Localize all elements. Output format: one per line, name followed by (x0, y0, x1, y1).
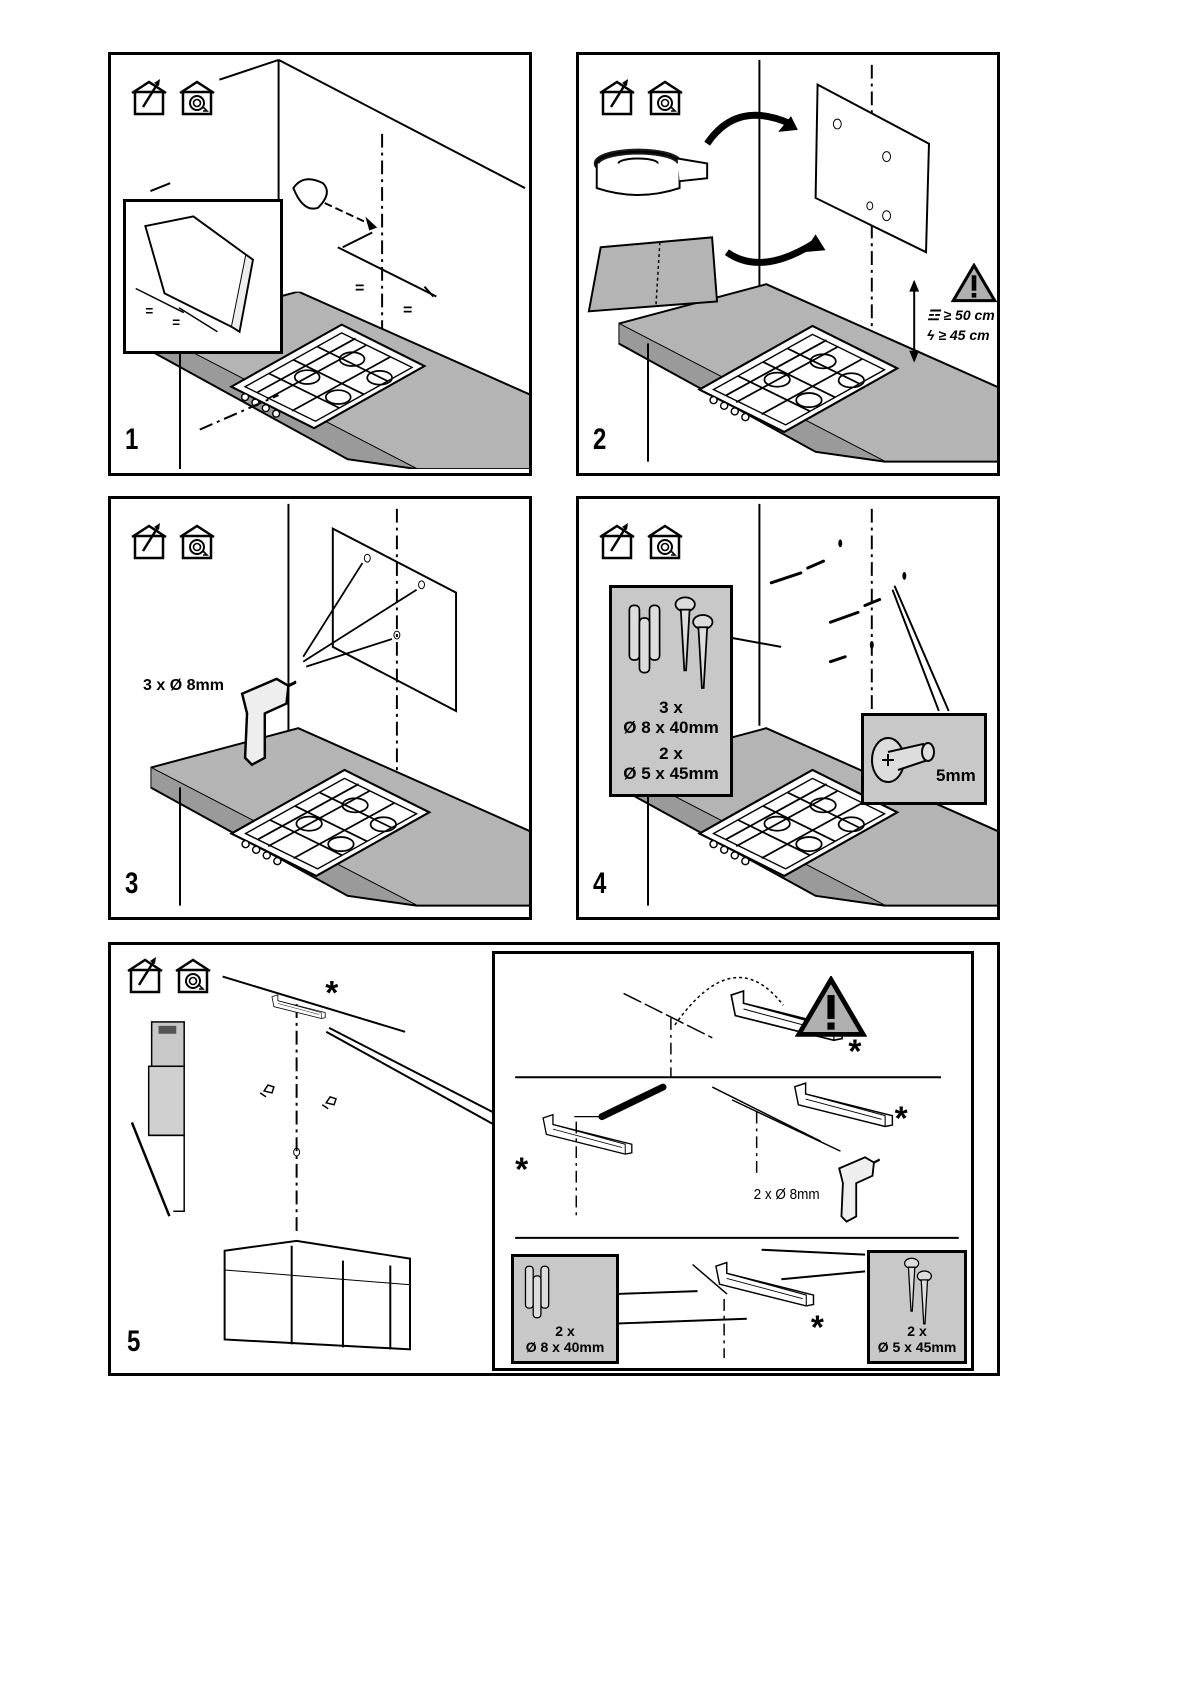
screws-callout: 2 x Ø 5 x 45mm (867, 1250, 967, 1364)
screws-size: Ø 5 x 45mm (877, 1339, 957, 1355)
screw-head-diagram (871, 737, 935, 783)
step-number: 5 (127, 1325, 141, 1358)
ducted-extraction-icon (129, 77, 169, 117)
plugs-size: Ø 8 x 40mm (623, 718, 719, 737)
step-4-illustration (618, 503, 997, 907)
step-2-illustration (587, 59, 997, 463)
hood-inset: = = (123, 199, 283, 354)
hood-diagram: = = (135, 215, 255, 334)
asterisk-marker: * (325, 975, 339, 1012)
recirculation-icon (177, 77, 217, 117)
drill-hole-label: 2 x Ø 8mm (753, 1186, 820, 1203)
recirculation-icon (645, 77, 685, 117)
recirculation-icon (173, 955, 213, 995)
asterisk-marker: * (515, 1152, 528, 1189)
step-1-panel: = = = = 1 (108, 52, 532, 476)
screw-gap-callout: 5mm (861, 713, 987, 805)
equal-mark: = (403, 302, 413, 319)
recirculation-icon (177, 521, 217, 561)
plugs-quantity: 2 x (555, 1323, 575, 1339)
screws-icon (672, 594, 716, 694)
step-4-panel: 3 x Ø 8 x 40mm 2 x Ø 5 x 45mm 5mm 4 (576, 496, 1000, 920)
wall-plugs-icon (522, 1263, 556, 1321)
plugs-quantity: 3 x (659, 698, 683, 717)
warning-icon (951, 263, 997, 303)
step-3-panel: 3 x Ø 8mm 3 (108, 496, 532, 920)
screw-gap-label: 5mm (936, 766, 976, 785)
step-2-panel: ☲ ≥ 50 cm ϟ ≥ 45 cm 2 (576, 52, 1000, 476)
installation-type-icons (597, 521, 685, 561)
bracket-detail-illustration: * * * * (515, 976, 959, 1359)
equal-mark: = (145, 303, 153, 318)
screws-quantity: 2 x (907, 1323, 927, 1339)
gas-clearance-value: ≥ 50 cm (943, 307, 995, 323)
installation-type-icons (129, 521, 217, 561)
equal-mark: = (172, 315, 180, 330)
step-3-illustration (150, 503, 529, 907)
step-5-illustration: * (130, 975, 495, 1351)
bracket-detail-box: * * * * 2 x Ø 8mm 2 x Ø 8 x 40mm (492, 951, 974, 1371)
ducted-extraction-icon (129, 521, 169, 561)
screws-size: Ø 5 x 45mm (623, 764, 719, 783)
screws-quantity: 2 x (659, 744, 683, 763)
plugs-size: Ø 8 x 40mm (525, 1339, 605, 1355)
installation-type-icons (129, 77, 217, 117)
step-number: 4 (593, 867, 607, 900)
screws-icon (900, 1257, 936, 1327)
recirculation-icon (645, 521, 685, 561)
asterisk-marker: * (848, 1033, 861, 1070)
asterisk-marker: * (895, 1100, 908, 1137)
flame-icon: ☲ (927, 307, 940, 323)
installation-type-icons (125, 955, 213, 995)
step-1-illustration (150, 58, 529, 470)
electric-hob-clearance: ϟ ≥ 45 cm (927, 327, 990, 343)
installation-type-icons (597, 77, 685, 117)
lightning-icon: ϟ (927, 327, 935, 343)
equal-mark: = (355, 280, 365, 297)
step-number: 3 (125, 867, 139, 900)
wall-plugs-callout: 2 x Ø 8 x 40mm (511, 1254, 619, 1364)
step-5-panel: * 5 * * (108, 942, 1000, 1376)
ducted-extraction-icon (597, 521, 637, 561)
gas-hob-clearance: ☲ ≥ 50 cm (927, 307, 995, 324)
warning-icon (795, 976, 867, 1038)
drill-hole-label: 3 x Ø 8mm (143, 677, 224, 694)
step-number: 1 (125, 423, 139, 456)
step-number: 2 (593, 423, 607, 456)
asterisk-marker: * (811, 1309, 824, 1346)
ducted-extraction-icon (125, 955, 165, 995)
ducted-extraction-icon (597, 77, 637, 117)
fixings-callout: 3 x Ø 8 x 40mm 2 x Ø 5 x 45mm (609, 585, 733, 797)
wall-plugs-icon (626, 600, 668, 678)
electric-clearance-value: ≥ 45 cm (938, 327, 990, 343)
